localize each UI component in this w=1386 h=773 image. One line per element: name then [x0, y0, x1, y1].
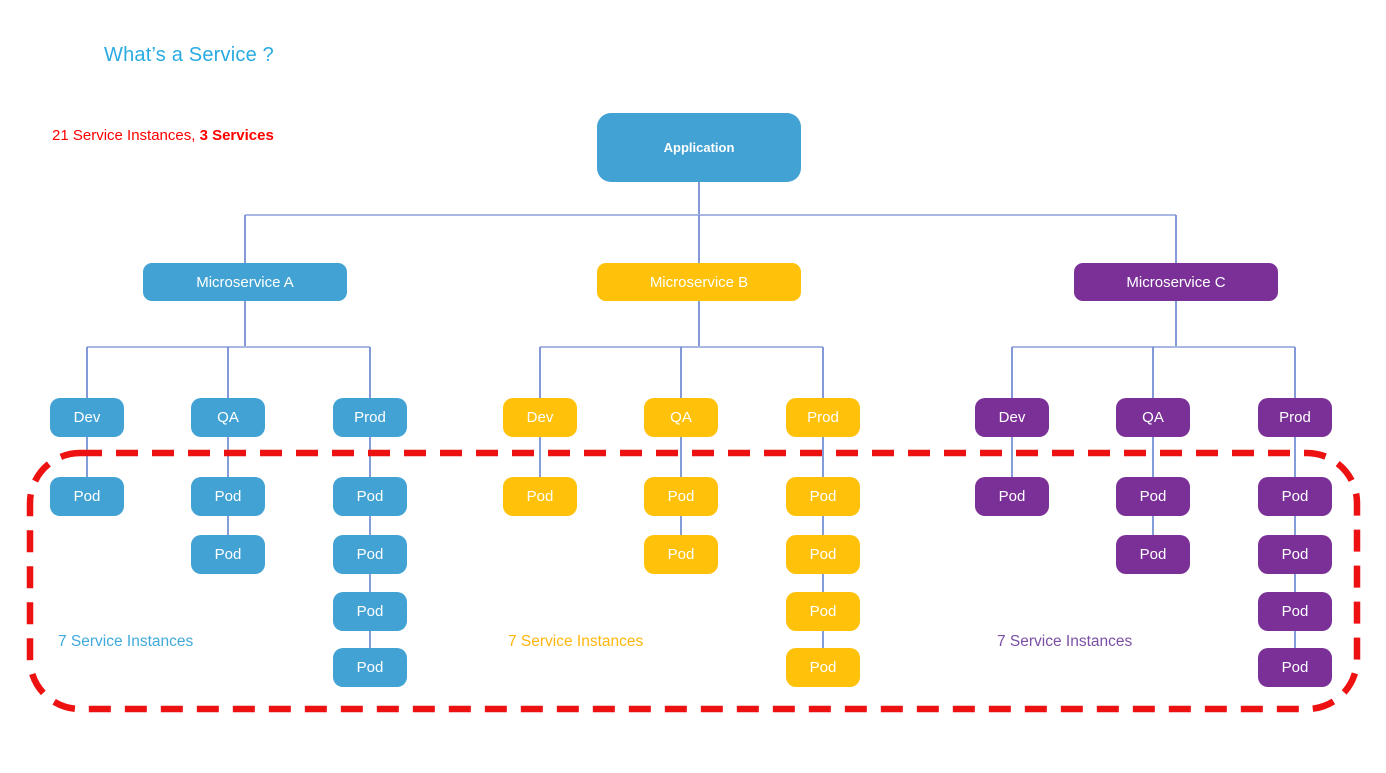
pod-node: Pod	[50, 477, 124, 516]
pod-node: Pod	[975, 477, 1049, 516]
pod-node: Pod	[191, 477, 265, 516]
pod-node: Pod	[191, 535, 265, 574]
env-node-dev: Dev	[975, 398, 1049, 437]
summary-services-text: 3 Services	[199, 127, 274, 144]
pod-node: Pod	[1116, 535, 1190, 574]
env-node-dev: Dev	[50, 398, 124, 437]
page-title: What’s a Service ?	[104, 44, 274, 66]
pod-node: Pod	[333, 477, 407, 516]
application-node: Application	[597, 113, 801, 182]
pod-node: Pod	[1258, 592, 1332, 631]
pod-node: Pod	[1258, 477, 1332, 516]
summary-instances-text: 21 Service Instances,	[52, 127, 200, 144]
env-node-dev: Dev	[503, 398, 577, 437]
pod-node: Pod	[333, 535, 407, 574]
service-instances-label: 7 Service Instances	[508, 633, 644, 650]
env-node-qa: QA	[191, 398, 265, 437]
microservice-node: Microservice C	[1074, 263, 1278, 301]
env-node-prod: Prod	[1258, 398, 1332, 437]
pod-node: Pod	[644, 477, 718, 516]
pod-node: Pod	[503, 477, 577, 516]
service-instances-label: 7 Service Instances	[997, 633, 1133, 650]
service-instances-label: 7 Service Instances	[58, 633, 194, 650]
pod-node: Pod	[786, 535, 860, 574]
microservice-node: Microservice A	[143, 263, 347, 301]
microservice-node: Microservice B	[597, 263, 801, 301]
pod-node: Pod	[333, 648, 407, 687]
env-node-qa: QA	[644, 398, 718, 437]
pod-node: Pod	[786, 648, 860, 687]
pod-node: Pod	[786, 592, 860, 631]
pod-node: Pod	[644, 535, 718, 574]
summary-label: 21 Service Instances, 3 Services	[52, 127, 274, 144]
env-node-qa: QA	[1116, 398, 1190, 437]
pod-node: Pod	[1116, 477, 1190, 516]
pod-node: Pod	[333, 592, 407, 631]
pod-node: Pod	[1258, 535, 1332, 574]
pod-node: Pod	[786, 477, 860, 516]
env-node-prod: Prod	[786, 398, 860, 437]
env-node-prod: Prod	[333, 398, 407, 437]
pod-node: Pod	[1258, 648, 1332, 687]
